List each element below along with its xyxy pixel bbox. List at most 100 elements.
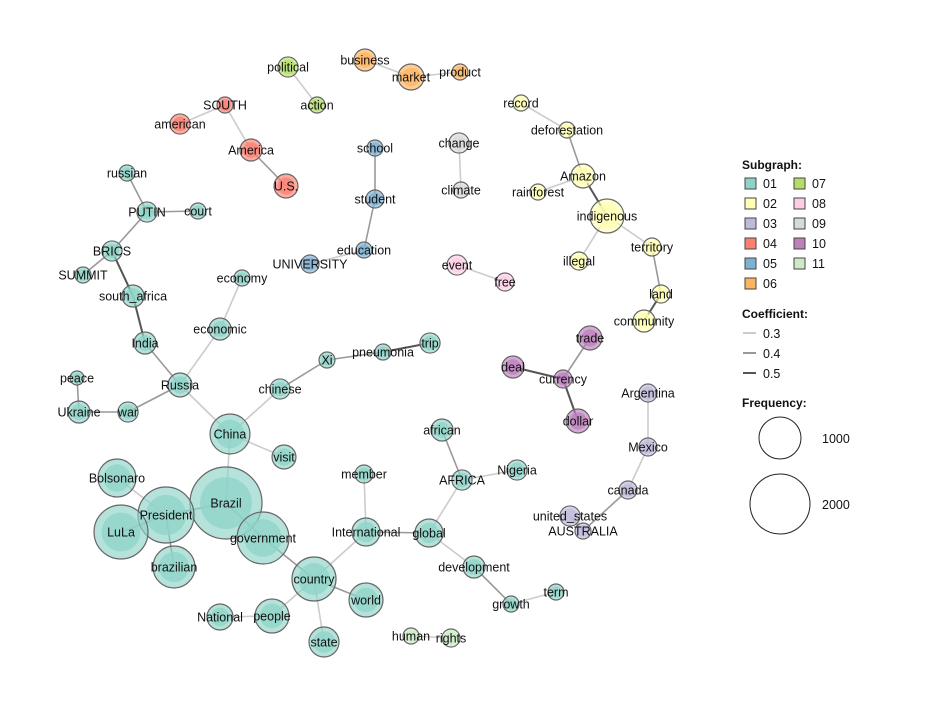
node-inner-circle [574,167,592,185]
node-xi[interactable] [318,351,336,369]
node-inner-circle [275,448,293,466]
node-trade[interactable] [577,325,603,351]
node-world[interactable] [348,582,384,618]
node-product[interactable] [451,63,469,81]
node-community[interactable] [632,309,656,333]
node-climate[interactable] [452,181,470,199]
node-dollar[interactable] [565,408,591,434]
node-inner-circle [321,354,333,366]
node-deal[interactable] [501,355,525,379]
node-trip[interactable] [419,332,441,354]
node-lula[interactable] [93,504,149,560]
node-ukraine[interactable] [67,400,91,424]
node-brics[interactable] [101,240,123,262]
node-bolsonaro[interactable] [97,458,137,498]
node-south[interactable] [216,96,234,114]
node-south-africa[interactable] [121,284,145,308]
node-government[interactable] [236,511,290,565]
subgraph-swatch-03 [744,217,757,230]
node-land[interactable] [651,284,671,304]
node-university[interactable] [300,254,320,274]
node-record[interactable] [512,94,530,112]
node-economy[interactable] [233,269,251,287]
node-brazilian[interactable] [152,545,196,589]
frequency-2000-label: 2000 [822,498,850,512]
node-development[interactable] [462,555,486,579]
node-russia[interactable] [167,372,193,398]
node-illegal[interactable] [569,251,589,271]
node-label-change: change [438,136,479,150]
node-label-peace: peace [60,371,94,385]
node-canada[interactable] [618,480,638,500]
node-inner-circle [654,287,668,301]
node-label-growth: growth [492,597,530,611]
node-student[interactable] [365,189,385,209]
node-african[interactable] [430,418,454,442]
node-territory[interactable] [642,237,662,257]
node-australia[interactable] [574,522,592,540]
node-state[interactable] [308,626,340,658]
node-change[interactable] [448,132,470,154]
node-label-mexico: Mexico [628,440,668,454]
node-label-illegal: illegal [563,254,595,268]
node-international[interactable] [351,517,381,547]
node-member[interactable] [354,464,374,484]
node-people[interactable] [254,598,290,634]
node-president[interactable] [137,486,195,544]
node-summit[interactable] [74,266,92,284]
node-inner-circle [353,587,379,613]
node-chinese[interactable] [269,378,291,400]
node-economic[interactable] [208,317,232,341]
node-term[interactable] [547,583,565,601]
node-free[interactable] [495,272,515,292]
node-amazon[interactable] [570,163,596,189]
node-rights[interactable] [441,628,461,648]
node-america[interactable] [239,138,263,162]
node-inner-circle [158,551,190,583]
subgraph-label-10: 10 [812,237,826,251]
node-school[interactable] [366,139,384,157]
node-india[interactable] [133,331,157,355]
node-american[interactable] [169,113,191,135]
node-u-s[interactable] [273,173,299,199]
node-inner-circle [71,372,83,384]
node-united-states[interactable] [559,505,581,527]
node-market[interactable] [397,63,425,91]
node-political[interactable] [277,56,299,78]
node-global[interactable] [414,518,444,548]
node-court[interactable] [189,202,207,220]
node-putin[interactable] [136,201,158,223]
node-russian[interactable] [118,164,136,182]
node-war[interactable] [117,401,139,423]
node-inner-circle [621,483,635,497]
node-inner-circle [449,257,465,273]
node-label-deforestation: deforestation [531,123,603,137]
node-inner-circle [101,512,141,552]
node-rainforest[interactable] [529,183,547,201]
node-china[interactable] [209,413,251,455]
node-human[interactable] [402,627,420,645]
node-event[interactable] [446,254,468,276]
node-label-trip: trip [421,336,438,350]
node-label-australia: AUSTRALIA [548,524,618,538]
node-label-record: record [503,96,538,110]
node-business[interactable] [353,48,377,72]
node-pneumonia[interactable] [374,343,392,361]
node-argentina[interactable] [638,383,658,403]
node-national[interactable] [206,603,234,631]
node-nigeria[interactable] [506,459,528,481]
node-action[interactable] [308,96,326,114]
node-education[interactable] [355,241,373,259]
node-mexico[interactable] [638,437,658,457]
node-peace[interactable] [69,370,85,386]
node-indigenous[interactable] [589,198,625,234]
node-country[interactable] [291,556,337,602]
node-visit[interactable] [271,444,297,470]
node-inner-circle [120,404,136,420]
node-currency[interactable] [553,369,573,389]
node-growth[interactable] [502,595,520,613]
node-africa[interactable] [451,469,473,491]
node-deforestation[interactable] [558,121,576,139]
node-inner-circle [434,422,450,438]
